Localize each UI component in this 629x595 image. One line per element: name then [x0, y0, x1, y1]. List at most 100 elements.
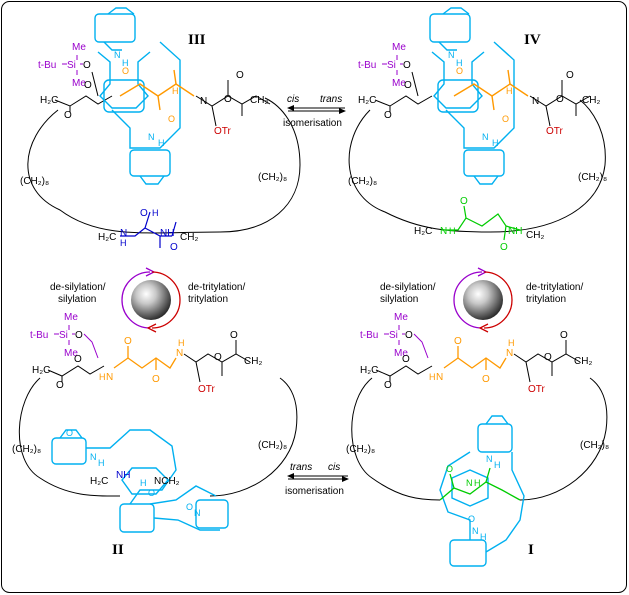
axle-n1-II: N — [106, 372, 113, 383]
silyl-me-bottom-III: Me — [72, 78, 86, 89]
succinamide-III — [119, 69, 195, 111]
ester-ch2-right-III: CH₂ — [250, 95, 268, 106]
ester-o1-right-I: O — [544, 352, 552, 363]
ester-o2-right-II: O — [230, 330, 238, 341]
ester-o1-left-I: O — [384, 380, 392, 391]
ester-ch2-left-IV: H₂C — [358, 95, 376, 106]
cycle-arc-red-right — [483, 271, 513, 329]
cycle-arc-purple-left — [121, 271, 151, 329]
silyl-tbu-IV: t-Bu — [358, 60, 376, 71]
axle-loop-III — [27, 97, 301, 234]
thread-left-III: H₂C — [98, 232, 116, 243]
iso-bottom-caption: isomerisation — [285, 486, 344, 497]
silyl-tbu-III: t-Bu — [38, 60, 56, 71]
iso-bottom-left-word: trans — [290, 462, 312, 473]
ch2-right-I: (CH₂)₈ — [580, 440, 609, 451]
axle-o1-III: O — [122, 66, 129, 76]
macrocycle-II — [51, 429, 229, 533]
mc-o1-II: O — [66, 428, 73, 438]
mc-n1-IV: N — [448, 50, 455, 60]
ester-o1-right-II: O — [214, 352, 222, 363]
silyl-me-bottom-IV: Me — [392, 78, 406, 89]
ester-o1-left-III: O — [64, 110, 72, 121]
mc-o2-II: O — [148, 488, 155, 498]
silyl-o-IV: O — [403, 60, 411, 71]
isomerisation-bottom: trans cis isomerisation — [285, 462, 349, 497]
silyl-me-top-IV: Me — [392, 42, 406, 53]
thread-n-left-IV: N — [440, 226, 447, 237]
axle-h2-I: H — [508, 338, 515, 348]
succinamide-I — [443, 346, 507, 370]
axle-h1-III: H — [172, 86, 179, 96]
silyl-o-I: O — [405, 330, 413, 341]
ester-ch2-left-I: H₂C — [360, 365, 378, 376]
thread-h-I: H — [474, 478, 481, 488]
right-silylation: silylation — [380, 294, 418, 305]
ester-ch2-left-III: H₂C — [40, 95, 58, 106]
succinamide-IV — [453, 69, 529, 111]
ch2-left-I: (CH₂)₈ — [346, 444, 375, 455]
rotaxane-IV: IV Me t-Bu Si Me O H₂C O O N H N H O O H — [348, 7, 607, 253]
axle-o1-IV: O — [456, 66, 463, 76]
axle-o1-II: O — [124, 336, 132, 347]
silyl-me-bottom-II: Me — [64, 348, 78, 359]
succinamide-II — [113, 346, 177, 370]
rotaxane-II: II Me t-Bu Si Me O H₂C O O O N H O N H O… — [12, 312, 298, 558]
axle-loop-IV — [348, 99, 606, 233]
right-desilylation: de-silylation/ — [380, 282, 436, 293]
silyl-si-II: Si — [59, 330, 68, 341]
roman-label-I: I — [528, 542, 534, 558]
axle-h1-II: H — [99, 372, 106, 382]
ch2-right-III: (CH₂)₈ — [258, 172, 287, 183]
silyl-me-top-I: Me — [394, 312, 408, 323]
silyl-si-IV: Si — [387, 60, 396, 71]
iso-top-right-word: trans — [320, 94, 342, 105]
otr-I: OTr — [528, 384, 546, 395]
mc-n1-I: N — [486, 454, 493, 464]
silyl-tbu-I: t-Bu — [360, 330, 378, 341]
thread-right-II: NCH₂ — [154, 476, 180, 487]
cycle-arc-purple-right — [453, 271, 483, 329]
left-detritylation: de-tritylation/ — [188, 282, 245, 293]
thread-right-III: CH₂ — [180, 232, 198, 243]
thread-n-I: N — [466, 478, 473, 488]
mc-o3-II: O — [186, 502, 193, 512]
ester-ch2-right-II: CH₂ — [244, 356, 262, 367]
mc-h1-II: H — [98, 458, 105, 468]
right-tritylation: tritylation — [526, 294, 566, 305]
rotaxane-I: I Me t-Bu Si Me O H₂C O O O N H O N H O … — [346, 312, 609, 567]
mc-n1-II: N — [90, 452, 97, 462]
rotaxane-III: III Me t-Bu Si Me O H₂C O O N H N H — [20, 7, 301, 253]
thread-nh-left-II: NH — [116, 470, 130, 481]
trans-thread-IV — [442, 205, 521, 241]
isomerisation-top: cis trans isomerisation — [283, 94, 346, 129]
ester-ch2-right-I: CH₂ — [574, 356, 592, 367]
macrocycle-IV — [429, 7, 515, 185]
thread-nh-right-III: NH — [160, 228, 174, 239]
roman-label-IV: IV — [524, 32, 541, 48]
thread-left-II: H₂C — [90, 476, 108, 487]
ch2-right-IV: (CH₂)₈ — [578, 172, 607, 183]
thread-n-left-III: N — [120, 228, 127, 239]
ch2-right-II: (CH₂)₈ — [258, 440, 287, 451]
silyl-me-top-II: Me — [64, 312, 78, 323]
axle-o2-II: O — [152, 374, 160, 385]
axle-loop-I — [351, 377, 608, 501]
ester-ch2-left-II: H₂C — [32, 365, 50, 376]
left-tritylation: tritylation — [188, 294, 228, 305]
axle-h1-IV: H — [506, 86, 513, 96]
ester-o2-right-IV: O — [566, 70, 574, 81]
iso-bottom-right-word: cis — [328, 462, 340, 473]
right-detritylation: de-tritylation/ — [526, 282, 583, 293]
mc-n2-IV: N — [482, 132, 489, 142]
ester-o2-left-III: O — [84, 80, 92, 91]
ch2-left-III: (CH₂)₈ — [20, 176, 49, 187]
macrocycle-I — [439, 415, 525, 567]
iso-top-left-word: cis — [287, 94, 299, 105]
ester-o2-right-III: O — [236, 70, 244, 81]
axle-n2-II: N — [176, 348, 183, 359]
trans-thread-I — [439, 467, 521, 501]
thread-o-I: O — [446, 464, 453, 474]
